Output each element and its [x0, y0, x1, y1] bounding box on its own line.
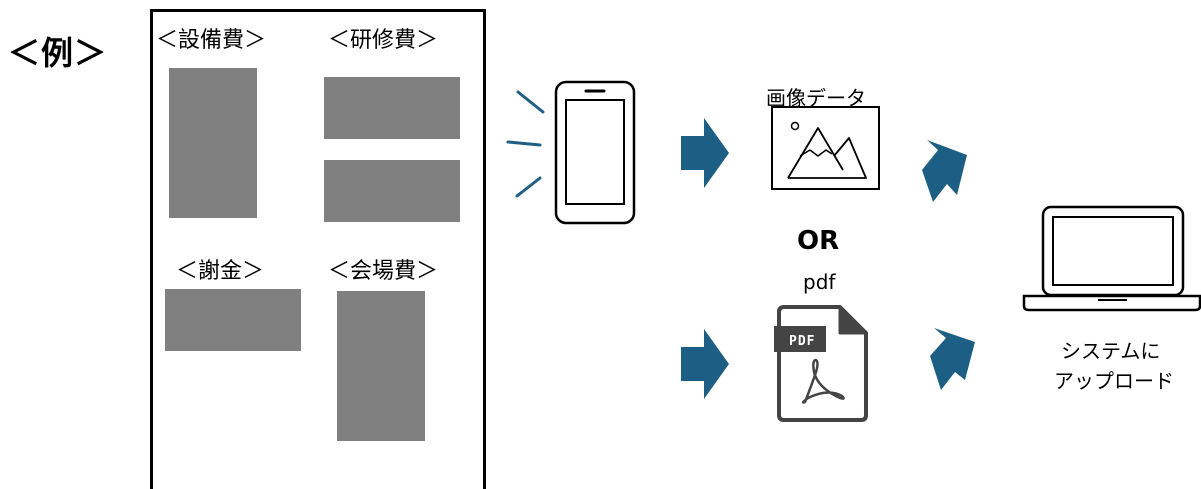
category-label-honorarium: ＜謝金＞: [176, 259, 265, 284]
receipt-venue: [337, 291, 425, 441]
smartphone-icon: [554, 80, 636, 225]
receipt-honorarium: [165, 289, 301, 351]
category-label-equipment: ＜設備費＞: [156, 28, 267, 53]
arrow-to-image: [681, 118, 729, 188]
example-title: ＜例＞: [8, 34, 108, 72]
flash-lines-icon: [506, 90, 545, 198]
upload-label-line1: システムに: [1061, 339, 1161, 363]
upload-label-line2: アップロード: [1054, 369, 1174, 393]
pdf-badge-text: PDF: [789, 334, 816, 349]
receipt-equipment: [169, 68, 257, 218]
arrow-to-pdf: [681, 329, 729, 399]
arrow-image-to-system: [922, 140, 967, 202]
category-label-venue: ＜会場費＞: [328, 259, 439, 284]
pdf-label: pdf: [803, 270, 836, 294]
receipt-training-1: [324, 77, 460, 139]
image-data-label: 画像データ: [766, 86, 866, 110]
receipt-training-2: [324, 160, 460, 222]
laptop-icon: [1022, 205, 1201, 312]
pdf-file-icon: [774, 305, 868, 422]
receipt-sheet: [150, 9, 486, 489]
image-data-icon: [771, 106, 880, 190]
category-label-training: ＜研修費＞: [328, 28, 439, 53]
or-label: OR: [797, 226, 840, 256]
arrow-pdf-to-system: [930, 328, 975, 390]
